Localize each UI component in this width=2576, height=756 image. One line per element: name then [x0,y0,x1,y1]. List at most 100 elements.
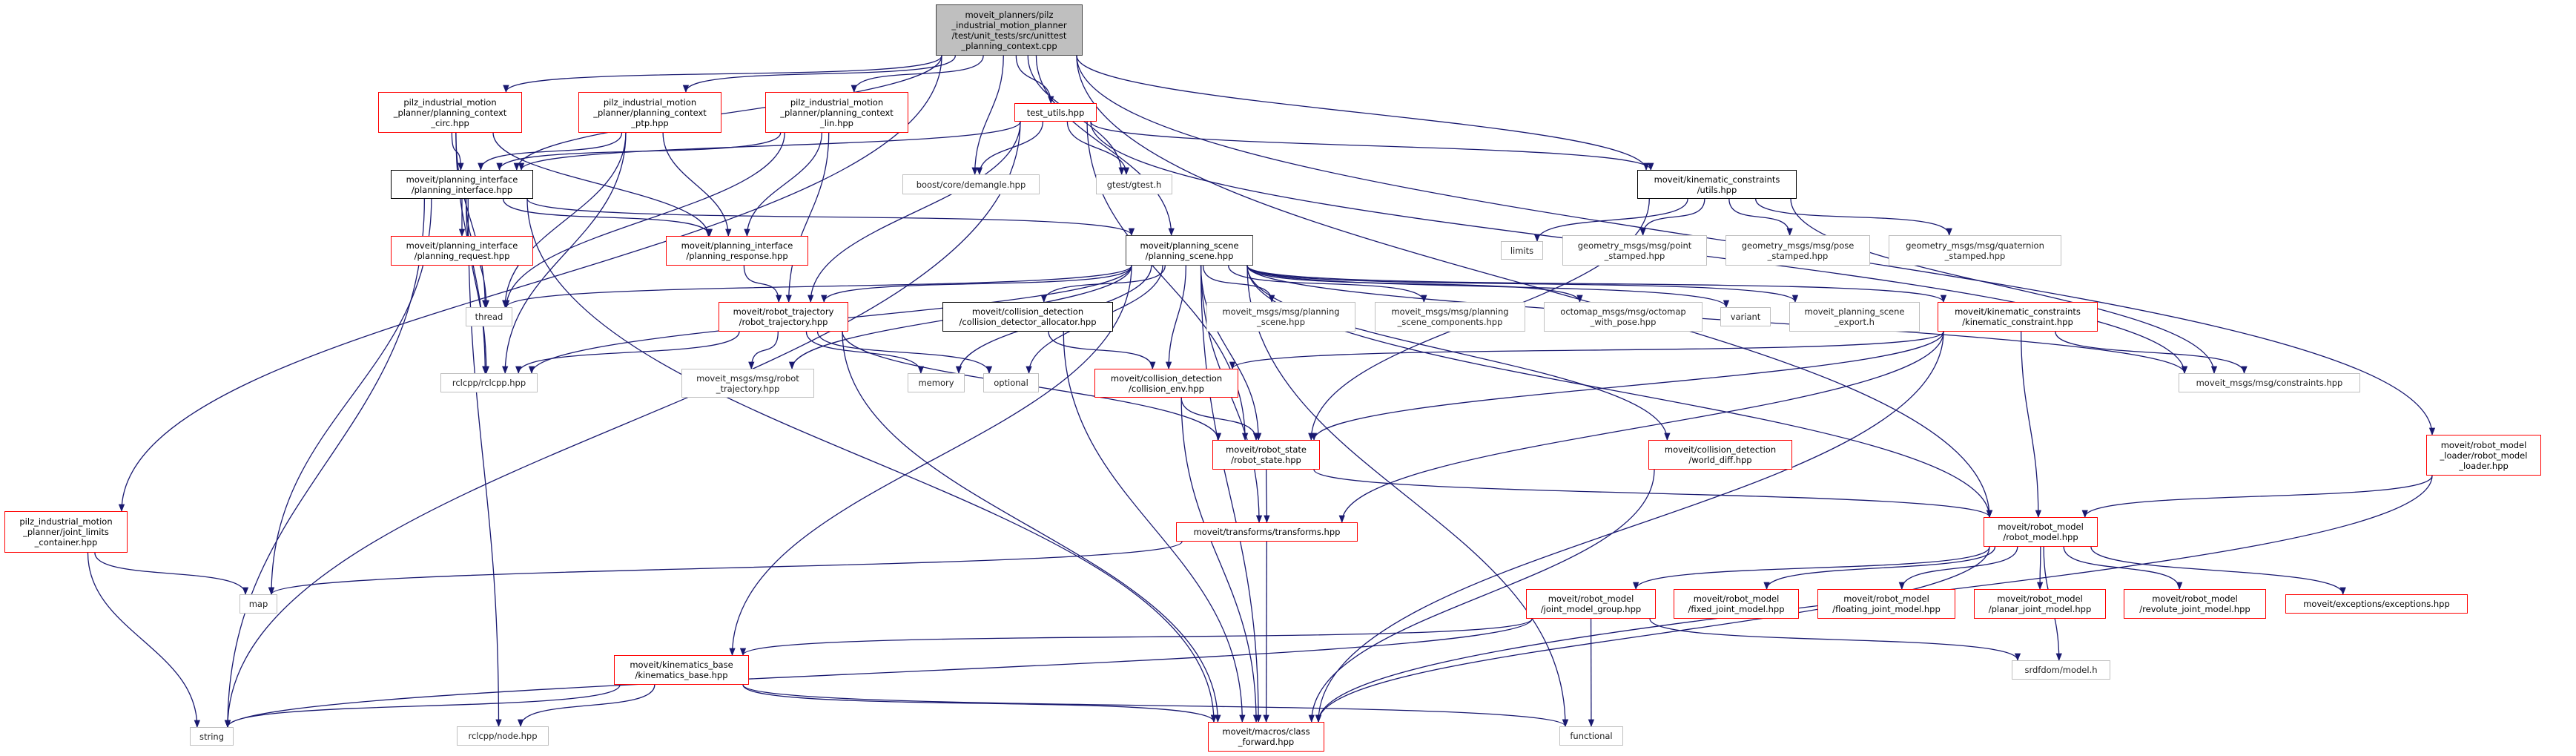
node-label-line: moveit/planning_interface [406,174,518,185]
edge-ptp-to-response [662,132,732,237]
graph-node-exceptions[interactable]: moveit/exceptions/exceptions.hpp [2285,594,2468,614]
graph-node-point[interactable]: geometry_msgs/msg/point_stamped.hpp [1562,235,1707,266]
graph-node-gtest[interactable]: gtest/gtest.h [1096,174,1172,194]
edge-ps-to-psc [1228,265,1427,303]
graph-node-export[interactable]: moveit_planning_scene_export.h [1789,302,1920,332]
graph-node-test-utils[interactable]: test_utils.hpp [1014,103,1097,122]
node-label-line: /planning_response.hpp [686,251,788,261]
graph-node-mps[interactable]: moveit_msgs/msg/planning_scene.hpp [1206,302,1355,332]
node-label-line: moveit/planning_interface [681,240,793,251]
node-label-line: /planning_interface.hpp [411,184,513,195]
graph-node-mrt[interactable]: moveit_msgs/msg/robot_trajectory.hpp [681,369,814,398]
graph-node-string[interactable]: string [190,727,234,746]
node-label-line: _stamped.hpp [1944,250,2006,261]
graph-node-ps[interactable]: moveit/planning_scene/planning_scene.hpp [1126,235,1253,266]
node-label-line: moveit/collision_detection [1110,372,1223,384]
node-label-line: /utils.hpp [1697,184,1737,195]
node-label-line: /kinematic_constraint.hpp [1962,317,2073,327]
node-label-line: moveit_msgs/msg/constraints.hpp [2196,378,2343,388]
edge-robot_state-to-robot_model [1313,469,1992,519]
node-label-line: _with_pose.hpp [1590,317,1657,327]
graph-node-node[interactable]: rclcpp/node.hpp [457,726,549,746]
graph-node-cenv[interactable]: moveit/collision_detection/collision_env… [1094,369,1238,398]
edge-pi-to-ps [526,198,1135,237]
graph-node-jlc[interactable]: pilz_industrial_motion_planner/joint_lim… [4,511,128,553]
graph-node-functional[interactable]: functional [1559,726,1623,746]
edge-pi-to-response [503,198,713,237]
graph-node-variant[interactable]: variant [1720,307,1771,326]
node-label-line: moveit_msgs/msg/planning [1391,306,1509,317]
graph-node-lin[interactable]: pilz_industrial_motion_planner/planning_… [765,92,908,133]
node-label-line: pilz_industrial_motion [603,96,697,108]
edge-kcu-to-constraints [1790,198,2218,375]
graph-node-world-diff[interactable]: moveit/collision_detection/world_diff.hp… [1648,440,1792,470]
graph-node-cf[interactable]: moveit/macros/class_forward.hpp [1208,722,1324,752]
graph-node-rml[interactable]: moveit/robot_model_loader/robot_model_lo… [2426,435,2541,476]
edge-circ-to-response [492,132,712,237]
node-label-line: /world_diff.hpp [1688,455,1752,465]
node-label-line: variant [1730,312,1761,322]
graph-node-psc[interactable]: moveit_msgs/msg/planning_scene_component… [1375,302,1525,332]
graph-node-ptp[interactable]: pilz_industrial_motion_planner/planning_… [578,92,721,133]
graph-node-transforms[interactable]: moveit/transforms/transforms.hpp [1176,522,1358,542]
graph-node-fixed[interactable]: moveit/robot_model/fixed_joint_model.hpp [1674,589,1799,619]
graph-node-kc[interactable]: moveit/kinematic_constraints/kinematic_c… [1938,302,2098,332]
edge-ps-to-kc [1246,265,1946,303]
graph-node-demangle[interactable]: boost/core/demangle.hpp [902,174,1040,194]
graph-node-robot-state[interactable]: moveit/robot_state/robot_state.hpp [1212,440,1320,470]
graph-node-optional[interactable]: optional [983,373,1039,392]
edge-world_diff-to-cf [1308,469,1655,723]
edge-jmg-to-string [225,618,1533,729]
graph-node-octomap[interactable]: octomap_msgs/msg/octomap_with_pose.hpp [1544,302,1703,332]
graph-node-cda[interactable]: moveit/collision_detection/collision_det… [942,302,1113,332]
edge-test_utils-to-demangle [976,121,1044,176]
graph-node-limits[interactable]: limits [1501,241,1543,260]
edge-ps-to-mps [1202,265,1275,303]
graph-node-srdf[interactable]: srdfdom/model.h [2012,660,2110,680]
edge-response-to-rt [743,265,782,303]
graph-node-map[interactable]: map [240,594,277,614]
graph-node-quat[interactable]: geometry_msgs/msg/quaternion_stamped.hpp [1889,235,2061,266]
graph-node-circ[interactable]: pilz_industrial_motion_planner/planning_… [378,92,522,133]
node-label-line: pilz_industrial_motion [790,96,884,108]
graph-node-constraints[interactable]: moveit_msgs/msg/constraints.hpp [2179,373,2360,392]
node-label-line: moveit_msgs/msg/robot [696,372,799,384]
graph-node-response[interactable]: moveit/planning_interface/planning_respo… [666,236,808,266]
graph-node-root[interactable]: moveit_planners/pilz_industrial_motion_p… [936,4,1083,56]
node-label-line: /kinematics_base.hpp [635,670,728,680]
graph-node-request[interactable]: moveit/planning_interface/planning_reque… [391,236,533,266]
edge-robot_model-to-floating [1898,546,2018,591]
graph-node-thread[interactable]: thread [466,307,512,326]
graph-node-pose[interactable]: geometry_msgs/msg/pose_stamped.hpp [1725,235,1870,266]
node-label-line: _planning_context.cpp [961,40,1057,51]
edge-kcu-to-point [1639,198,1705,237]
edge-transforms-to-cf [1263,541,1269,723]
graph-node-jmg[interactable]: moveit/robot_model/joint_model_group.hpp [1526,589,1656,619]
node-label-line: _planner/planning_context [593,107,707,118]
graph-node-pi[interactable]: moveit/planning_interface/planning_inter… [391,170,533,199]
node-label-line: boost/core/demangle.hpp [916,179,1026,190]
node-label-line: moveit/robot_model [1998,522,2084,532]
node-label-line: moveit/transforms/transforms.hpp [1193,527,1341,537]
edge-kc-to-robot_model [2021,331,2042,519]
graph-node-memory[interactable]: memory [908,373,965,392]
node-label-line: /robot_state.hpp [1231,455,1301,465]
graph-node-kcu[interactable]: moveit/kinematic_constraints/utils.hpp [1637,170,1797,199]
node-label-line: _circ.hpp [431,117,469,128]
graph-node-kb[interactable]: moveit/kinematics_base/kinematics_base.h… [614,655,749,685]
node-label-line: thread [475,312,503,322]
graph-node-planar[interactable]: moveit/robot_model/planar_joint_model.hp… [1974,589,2106,619]
node-label-line: pilz_industrial_motion [403,96,497,108]
graph-node-rclcpp[interactable]: rclcpp/rclcpp.hpp [440,373,538,392]
edge-ps-to-cda [1040,265,1166,303]
graph-node-floating[interactable]: moveit/robot_model/floating_joint_model.… [1817,589,1955,619]
edge-cda-to-cenv [1048,331,1156,370]
edge-rml-to-robot_model [2081,475,2433,519]
edge-test_utils-to-kcu [1090,121,1654,171]
graph-node-rt[interactable]: moveit/robot_trajectory/robot_trajectory… [719,302,848,332]
edge-kb-to-node [517,684,655,728]
graph-node-robot-model[interactable]: moveit/robot_model/robot_model.hpp [1984,517,2098,547]
node-label-line: moveit/robot_model [1997,594,2083,604]
graph-node-revolute[interactable]: moveit/robot_model/revolute_joint_model.… [2124,589,2266,619]
